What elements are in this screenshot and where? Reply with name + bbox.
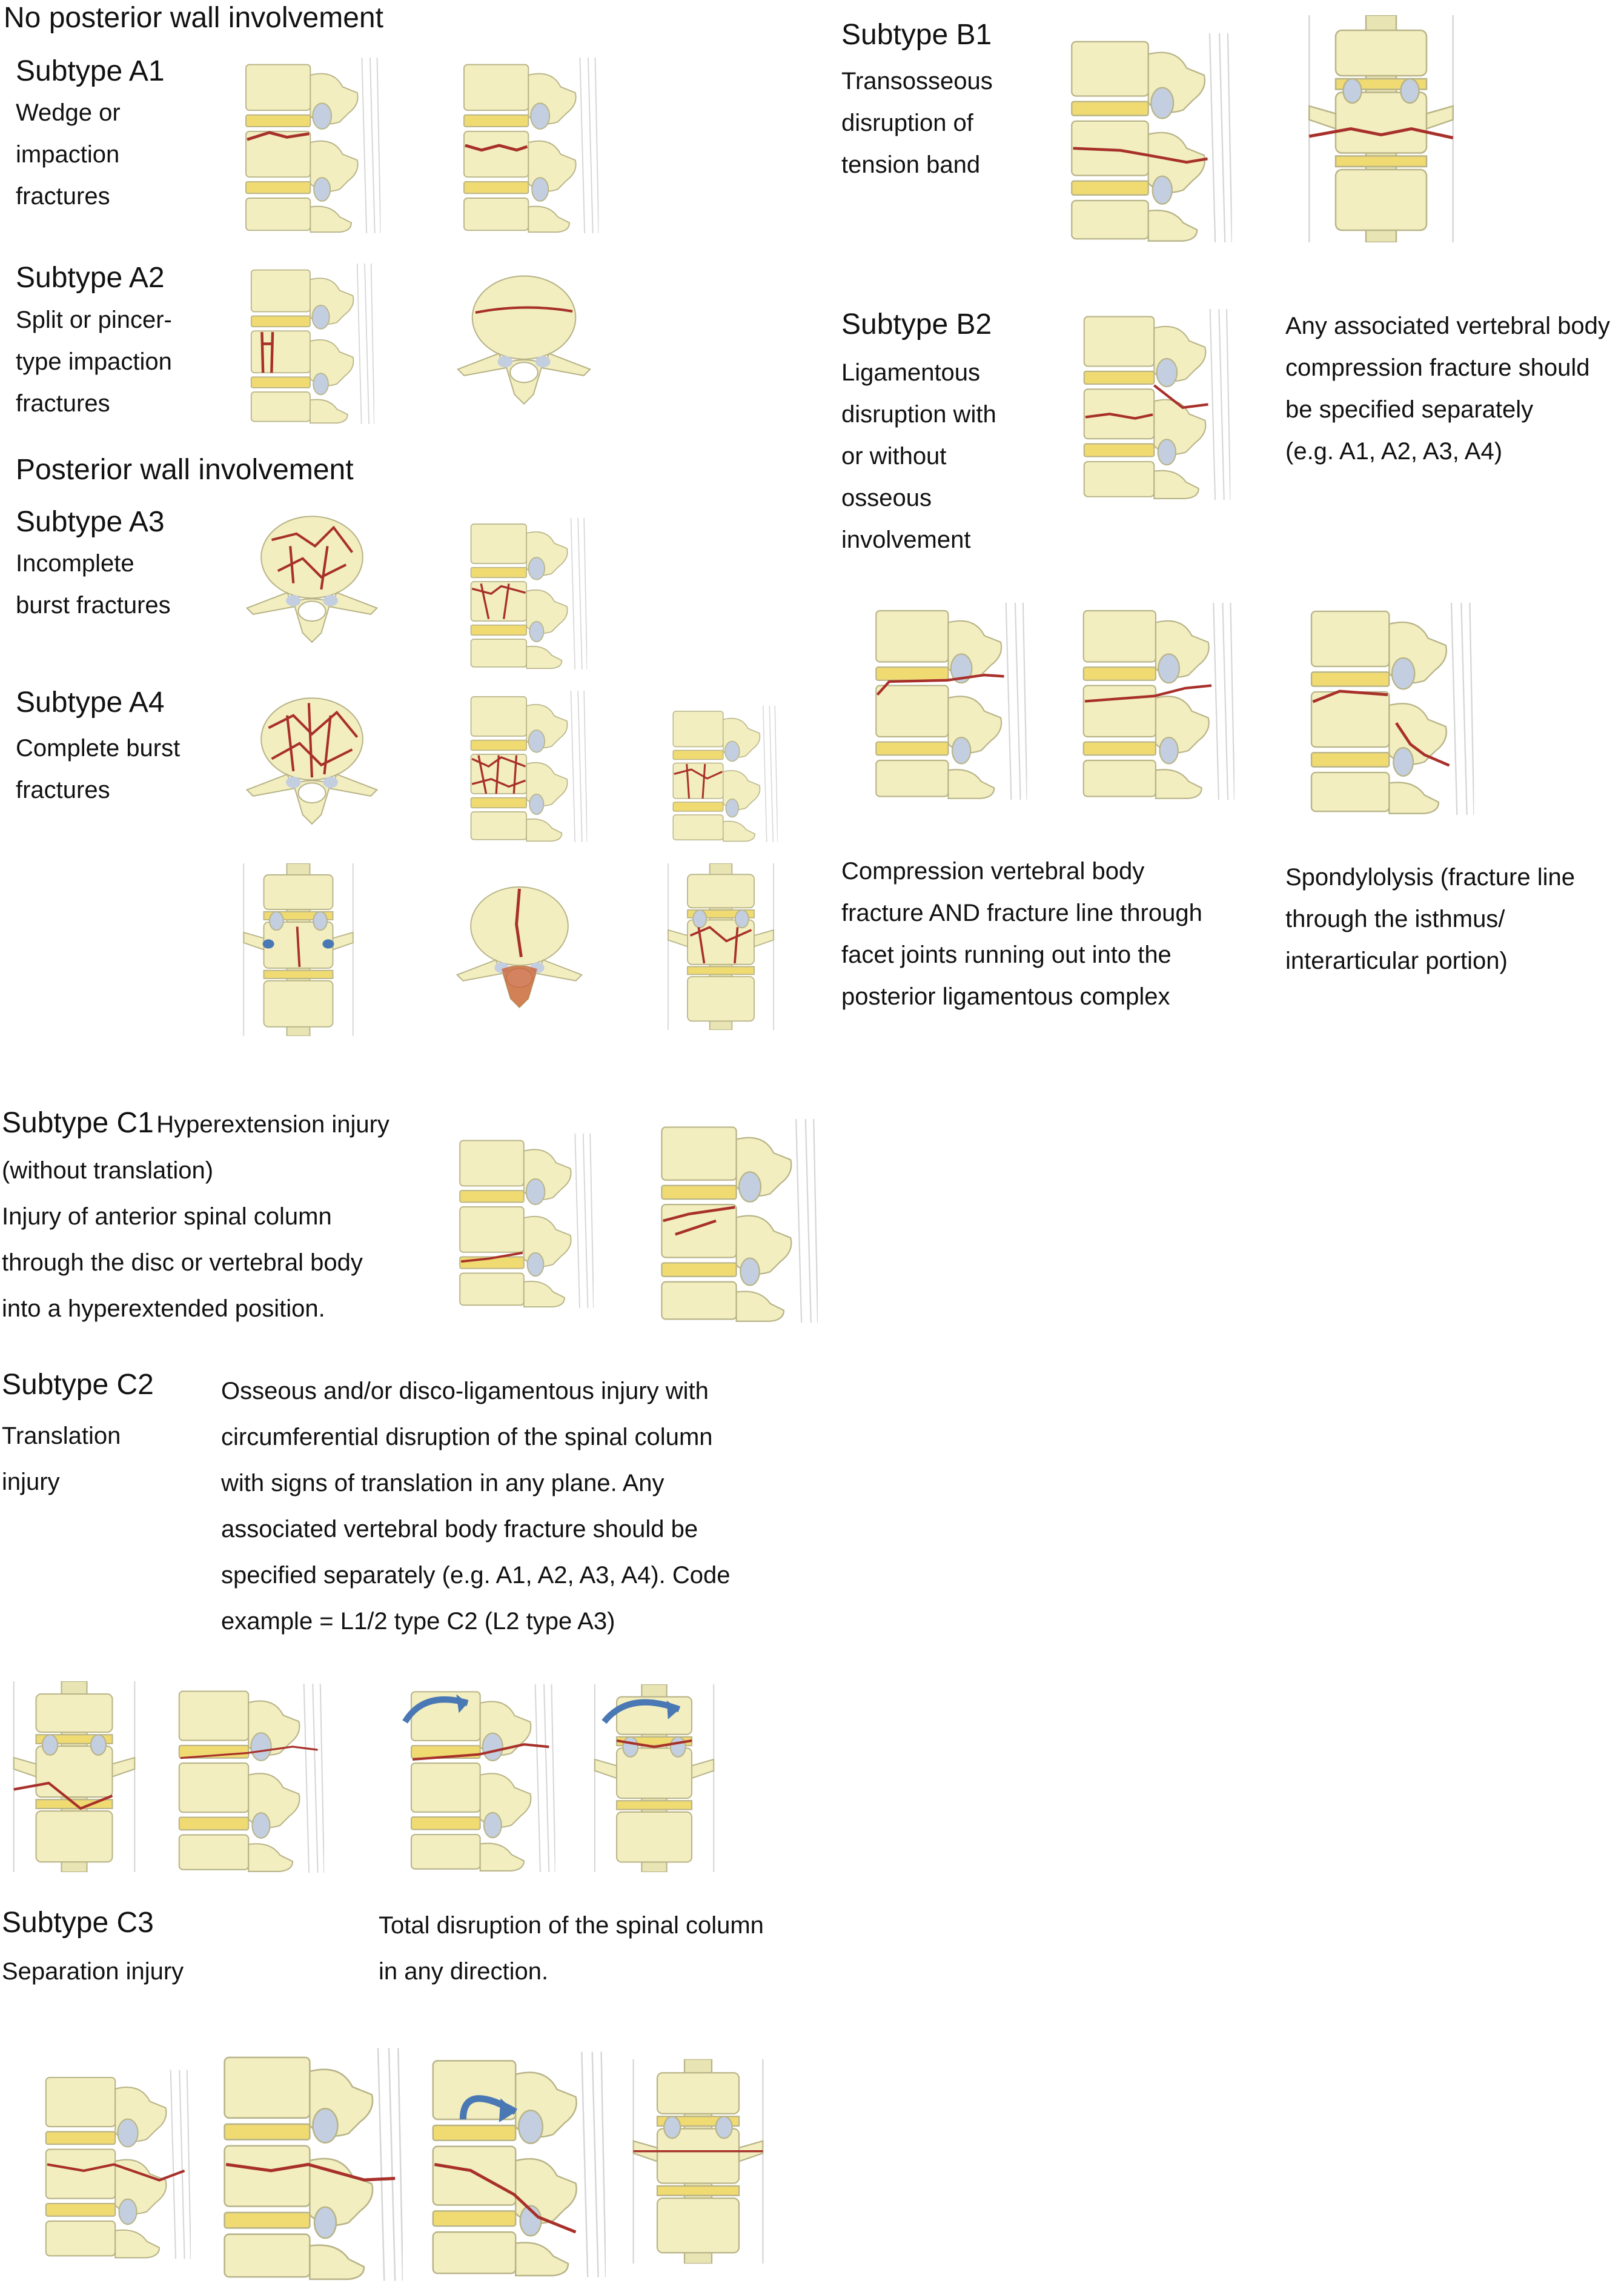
spondylolysis-lateral-illustration: [1287, 603, 1484, 815]
c2-title: Subtype C2: [2, 1369, 154, 1401]
compression-caption-2: fracture AND fracture line through: [841, 900, 1202, 926]
c1-lateral-illustration-2: [648, 1103, 818, 1339]
c3-ap-illustration: [630, 2042, 766, 2281]
spondylolysis-caption-2: through the isthmus/: [1285, 906, 1505, 932]
c3-rotation-illustration: [418, 2042, 606, 2287]
a3-lateral-burst-illustration: [448, 518, 600, 669]
a1-title: Subtype A1: [16, 55, 165, 87]
a2-desc-3: fractures: [16, 390, 110, 417]
c2-desc-2: circumferential disruption of the spinal…: [221, 1424, 713, 1450]
c1-desc-1: (without translation): [2, 1157, 214, 1184]
b2-desc-3: or without: [841, 443, 947, 470]
c3-desc-2: in any direction.: [379, 1958, 549, 1985]
a2-axial-illustration: [445, 267, 603, 409]
c2-desc-1: Osseous and/or disco-ligamentous injury …: [221, 1378, 709, 1404]
c1-desc-3: through the disc or vertebral body: [2, 1249, 363, 1276]
a2-split-lateral-illustration: [233, 264, 382, 424]
b1-desc-1: Transosseous: [841, 68, 993, 95]
b2-lateral-illustration: [1066, 309, 1236, 500]
a1-desc-3: fractures: [16, 183, 110, 210]
a1-wedge-lateral-illustration: [233, 58, 382, 233]
a3-desc-2: burst fractures: [16, 592, 171, 619]
b2-compression-lateral-illustration-1: [842, 603, 1048, 800]
c3-desc-1: Total disruption of the spinal column: [379, 1912, 764, 1939]
heading-posterior-wall: Posterior wall involvement: [16, 454, 354, 486]
b2-title: Subtype B2: [841, 308, 992, 340]
b2-desc-1: Ligamentous: [841, 359, 981, 386]
a4-ap-illustration: [227, 863, 370, 1036]
c1-desc-2: Injury of anterior spinal column: [2, 1203, 332, 1230]
c2-desc-6: example = L1/2 type C2 (L2 type A3): [221, 1608, 615, 1635]
b2-note-2: compression fracture should: [1285, 354, 1590, 381]
b2-compression-lateral-illustration-2: [1060, 603, 1245, 800]
spondylolysis-caption-3: interarticular portion): [1285, 948, 1508, 974]
b1-ap-illustration: [1287, 15, 1475, 242]
a4-lateral-oblique-illustration: [648, 706, 794, 842]
a4-desc-1: Complete burst: [16, 735, 181, 762]
a3-axial-burst-illustration: [233, 509, 391, 645]
b2-desc-2: disruption with: [841, 401, 996, 428]
a4-ap-burst-illustration: [648, 863, 794, 1030]
b1-title: Subtype B1: [841, 19, 992, 51]
b2-note-4: (e.g. A1, A2, A3, A4): [1285, 438, 1503, 465]
c1-desc-4: into a hyperextended position.: [2, 1295, 325, 1322]
c2-lateral-illustration: [167, 1681, 324, 1875]
b2-note-1: Any associated vertebral body: [1285, 313, 1610, 339]
c3-title: Subtype C3: [2, 1907, 154, 1939]
c3-lateral-illustration-2: [209, 2042, 403, 2287]
c2-desc-5: specified separately (e.g. A1, A2, A3, A…: [221, 1562, 731, 1589]
b1-desc-3: tension band: [841, 151, 981, 178]
c2-ap-illustration: [9, 1681, 139, 1872]
c2-rotation-lateral-illustration: [379, 1684, 575, 1872]
a4-title: Subtype A4: [16, 686, 165, 719]
a3-title: Subtype A3: [16, 506, 165, 538]
c3-sub: Separation injury: [2, 1958, 184, 1985]
a4-axial-posterior-illustration: [445, 863, 594, 1027]
c2-sub-1: Translation: [2, 1423, 121, 1449]
a4-axial-burst-illustration: [233, 691, 391, 827]
c3-lateral-illustration-1: [33, 2042, 191, 2287]
b2-desc-4: osseous: [841, 485, 932, 511]
b1-desc-2: disruption of: [841, 110, 973, 136]
compression-caption-1: Compression vertebral body: [841, 858, 1145, 885]
c1-title-row: Subtype C1 Hyperextension injury: [2, 1109, 389, 1138]
c1-inline-desc: Hyperextension injury: [156, 1111, 389, 1138]
compression-caption-4: posterior ligamentous complex: [841, 983, 1170, 1010]
b2-note-3: be specified separately: [1285, 396, 1534, 423]
spondylolysis-caption-1: Spondylolysis (fracture line: [1285, 864, 1575, 891]
b1-lateral-illustration: [1057, 33, 1233, 242]
a2-title: Subtype A2: [16, 262, 165, 294]
c2-rotation-ap-illustration: [582, 1684, 727, 1872]
a1-impaction-lateral-illustration: [448, 58, 603, 233]
a2-desc-1: Split or pincer-: [16, 307, 172, 333]
a4-lateral-burst-illustration: [448, 691, 600, 842]
heading-no-posterior-wall: No posterior wall involvement: [4, 2, 383, 34]
c1-title: Subtype C1: [2, 1107, 154, 1139]
a4-desc-2: fractures: [16, 777, 110, 803]
a3-desc-1: Incomplete: [16, 550, 134, 577]
c1-lateral-illustration-1: [448, 1103, 594, 1339]
a1-desc-2: impaction: [16, 141, 120, 168]
a2-desc-2: type impaction: [16, 348, 172, 375]
b2-desc-5: involvement: [841, 526, 971, 553]
a1-desc-1: Wedge or: [16, 99, 121, 126]
c2-desc-3: with signs of translation in any plane. …: [221, 1470, 665, 1496]
c2-sub-2: injury: [2, 1469, 60, 1495]
c2-desc-4: associated vertebral body fracture shoul…: [221, 1516, 698, 1543]
compression-caption-3: facet joints running out into the: [841, 942, 1172, 968]
